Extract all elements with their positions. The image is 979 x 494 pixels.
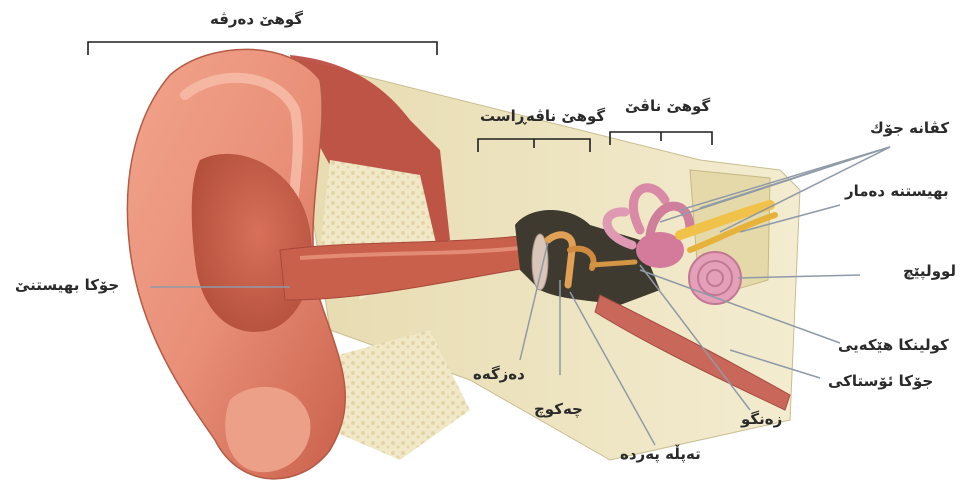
label-middle-ear: گوهێ ناڤەڕاست	[480, 107, 605, 125]
label-semicircular-canals: کڤانە جۆك	[870, 119, 949, 137]
label-hammer: چەکوچ	[534, 400, 583, 418]
label-cochlea: لوولپێچ	[903, 262, 956, 280]
label-ear-canal: جۆکا بهیستنێ	[15, 276, 119, 294]
label-auditory-nerve: بهیستنە دەمار	[845, 182, 949, 200]
cochlea-spiral	[689, 252, 741, 304]
label-stirrup: زەنگو	[741, 410, 782, 428]
label-anvil: دەزگەه	[473, 365, 525, 383]
label-eardrum: تەپڵە پەردە	[620, 445, 701, 463]
label-eustachian-tube: جۆکا ئۆستاکی	[828, 372, 933, 390]
label-inner-ear: گوهێ ناڤێ	[625, 97, 710, 115]
stirrup-bone	[592, 262, 635, 265]
label-round-window: کولینکا هێکەیی	[838, 336, 949, 354]
label-outer-ear: گوهێ دەرڤە	[210, 10, 303, 28]
